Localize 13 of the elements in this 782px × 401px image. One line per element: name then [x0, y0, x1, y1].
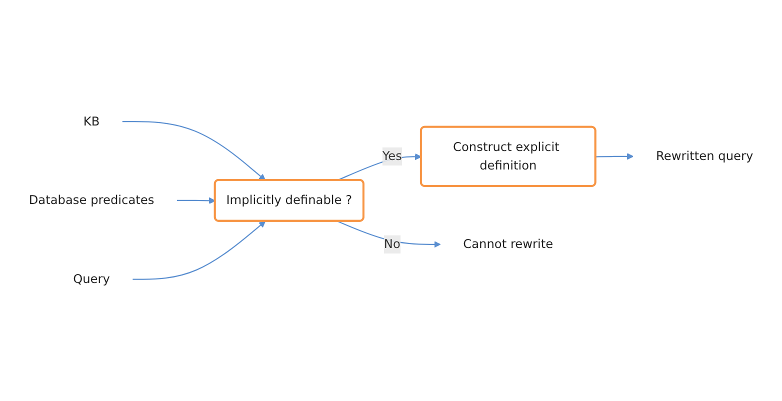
arrow	[132, 221, 266, 280]
node-text: Database predicates	[28, 192, 154, 208]
node-text: Query	[73, 272, 110, 286]
arrow	[176, 197, 216, 204]
arrow	[122, 121, 266, 181]
arrow	[337, 220, 441, 248]
node-text: Cannot rewrite	[463, 236, 554, 252]
node-text: KB	[83, 114, 100, 128]
edge-label: No	[384, 236, 400, 252]
arrow	[596, 153, 634, 160]
arrow	[337, 153, 422, 181]
node-text: Rewritten query	[656, 148, 754, 164]
edge-label: Yes	[382, 148, 402, 164]
